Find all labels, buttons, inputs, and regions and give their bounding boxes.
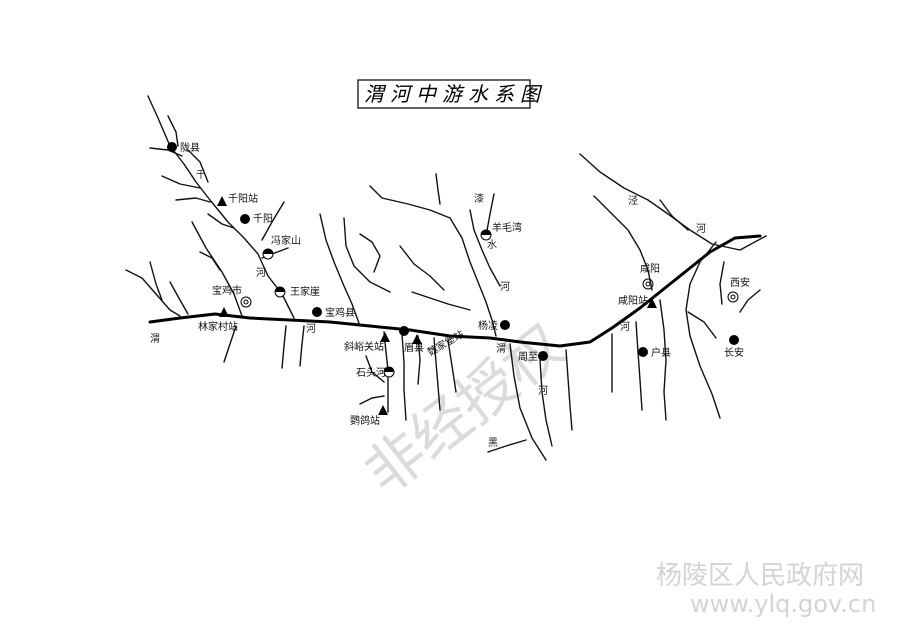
station-label: 林家村站 bbox=[198, 320, 238, 333]
river-char: 漆 bbox=[474, 192, 484, 205]
city-label: 千阳 bbox=[253, 213, 273, 225]
wei-river bbox=[148, 234, 762, 348]
county-dot bbox=[538, 351, 548, 361]
title-frame bbox=[357, 79, 531, 109]
river-char: 河 bbox=[538, 385, 548, 397]
county-dot bbox=[167, 142, 177, 152]
station-triangle bbox=[219, 307, 229, 317]
reservoir-fill bbox=[481, 230, 491, 235]
hydro-stations: 千阳站 林家村站 斜峪关站 鹦鸽站 魏家堡站 咸阳站 bbox=[198, 192, 657, 427]
station-label: 鹦鸽站 bbox=[350, 414, 380, 427]
station-triangle bbox=[412, 334, 422, 344]
map-title-text: 渭河中游水系图 bbox=[364, 82, 546, 106]
prefecture-cities: 宝鸡市 咸阳 西安 bbox=[212, 263, 750, 308]
station-triangle bbox=[378, 405, 388, 415]
county-dot bbox=[729, 335, 739, 345]
reservoir-fill bbox=[384, 367, 394, 372]
river-labels: 千 河 河 渭 漆 水 河 泾 河 渭 河 河 黑 bbox=[150, 169, 706, 449]
city-label: 杨凌 bbox=[478, 319, 498, 332]
reservoirs: 冯家山 王家崖 石头河 羊毛湾 bbox=[262, 221, 522, 379]
city-marker-inner bbox=[645, 281, 651, 287]
city-marker-outer bbox=[240, 296, 252, 308]
site-watermark: 杨陵区人民政府网 www.ylq.gov.cn bbox=[656, 561, 876, 618]
river-char: 千 bbox=[196, 169, 206, 181]
reservoir-fill bbox=[275, 287, 285, 292]
tributaries bbox=[125, 95, 767, 461]
city-label: 长安 bbox=[724, 346, 744, 359]
reservoir-label: 石头河 bbox=[356, 367, 386, 379]
city-marker-inner bbox=[243, 299, 249, 305]
station-label: 斜峪关站 bbox=[344, 340, 384, 353]
county-dot bbox=[399, 326, 409, 336]
river-char: 河 bbox=[256, 267, 266, 279]
river-char: 河 bbox=[620, 321, 630, 333]
station-triangle bbox=[647, 298, 657, 308]
county-dot bbox=[638, 347, 648, 357]
county-towns: 陇县 千阳 宝鸡县 眉县 杨凌 周至 户县 长安 bbox=[167, 141, 744, 363]
river-char: 水 bbox=[487, 239, 497, 251]
river-char: 渭 bbox=[150, 333, 160, 345]
county-dot bbox=[240, 214, 250, 224]
city-label: 咸阳 bbox=[640, 263, 660, 275]
reservoir-label: 冯家山 bbox=[271, 234, 301, 247]
city-label: 宝鸡县 bbox=[325, 306, 355, 319]
reservoir-fill bbox=[263, 249, 273, 254]
city-label: 西安 bbox=[730, 276, 750, 289]
city-marker-outer bbox=[642, 278, 654, 290]
river-char: 渭 bbox=[496, 343, 506, 355]
station-triangle bbox=[217, 196, 227, 206]
station-label: 千阳站 bbox=[228, 192, 258, 205]
river-char: 河 bbox=[306, 323, 316, 335]
reservoir-label: 王家崖 bbox=[290, 285, 320, 298]
station-label: 咸阳站 bbox=[618, 294, 648, 307]
station-triangle bbox=[380, 332, 390, 342]
city-label: 宝鸡市 bbox=[212, 284, 242, 297]
county-dot bbox=[312, 307, 322, 317]
river-char: 黑 bbox=[488, 437, 498, 449]
reservoir-label: 羊毛湾 bbox=[492, 221, 522, 234]
city-label: 户县 bbox=[651, 346, 671, 359]
county-dot bbox=[500, 320, 510, 330]
river-char: 河 bbox=[696, 223, 706, 235]
city-label: 周至 bbox=[518, 351, 538, 363]
city-marker-outer bbox=[727, 291, 739, 303]
river-char: 河 bbox=[500, 281, 510, 293]
river-char: 泾 bbox=[628, 194, 638, 207]
city-label: 陇县 bbox=[180, 141, 200, 154]
city-label: 眉县 bbox=[404, 342, 424, 354]
watermark-url: www.ylq.gov.cn bbox=[690, 590, 876, 618]
watermark-name: 杨陵区人民政府网 bbox=[656, 561, 864, 591]
city-marker-inner bbox=[730, 294, 736, 300]
map-title: 渭河中游水系图 bbox=[357, 79, 546, 109]
